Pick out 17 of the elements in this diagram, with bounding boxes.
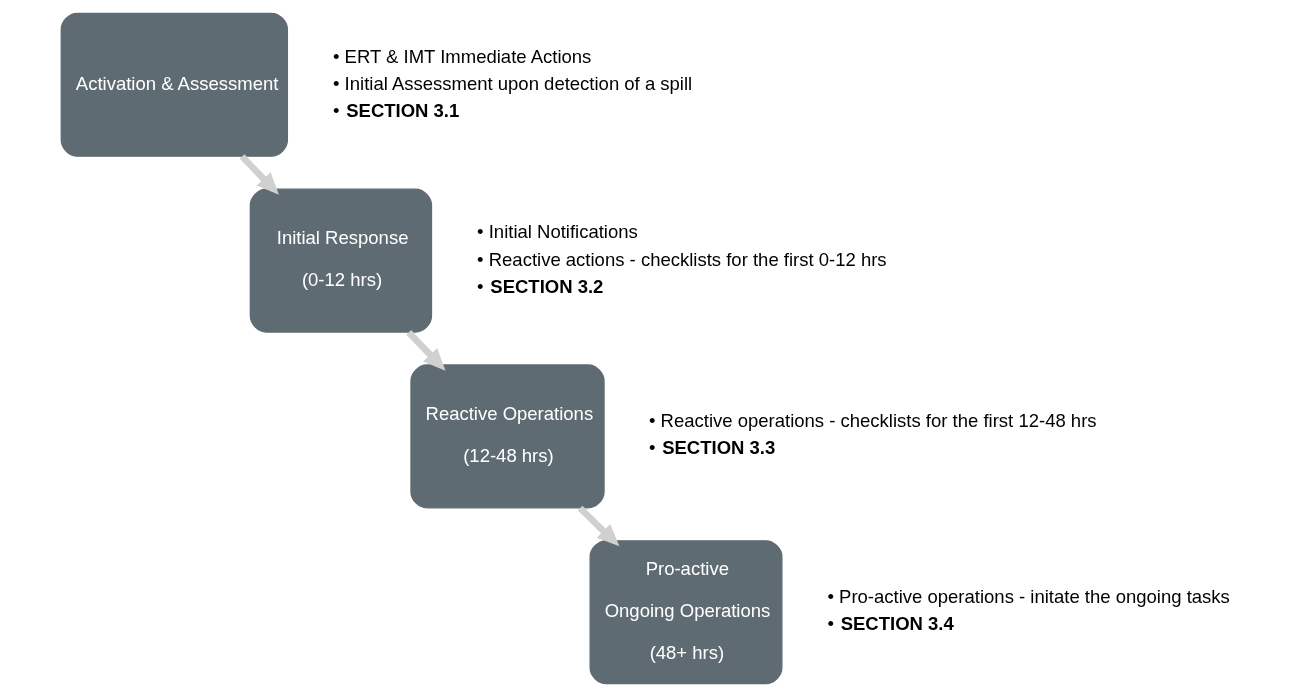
node-label: • SECTION 3.3	[648, 436, 775, 458]
node-label: • Reactive operations - checklists for the first 12-48 hrs	[648, 410, 1097, 432]
node-box: Initial Response (0-12 hrs)	[249, 188, 432, 333]
node-label: • Initial Notifications	[476, 221, 638, 243]
node-label: • Pro-active operations - initate the ongoing tasks	[826, 586, 1230, 608]
node-label: • SECTION 3.1	[332, 99, 459, 121]
node-label: • SECTION 3.4	[826, 612, 954, 634]
node-label: • ERT & IMT Immediate Actions	[332, 45, 591, 67]
node-box: Pro-active Ongoing Operations (48+ hrs)	[589, 540, 782, 685]
node-label: • Reactive actions - checklists for the first 0-12 hrs	[476, 249, 887, 271]
node-label: • Initial Assessment upon detection of a spill	[332, 73, 692, 95]
node-box: Reactive Operations (12-48 hrs)	[409, 364, 605, 509]
arrow	[577, 505, 619, 547]
arrow	[405, 330, 446, 371]
arrow	[239, 154, 279, 195]
node-label: • SECTION 3.2	[476, 275, 603, 297]
node-box: Activation & Assessment	[60, 12, 288, 157]
